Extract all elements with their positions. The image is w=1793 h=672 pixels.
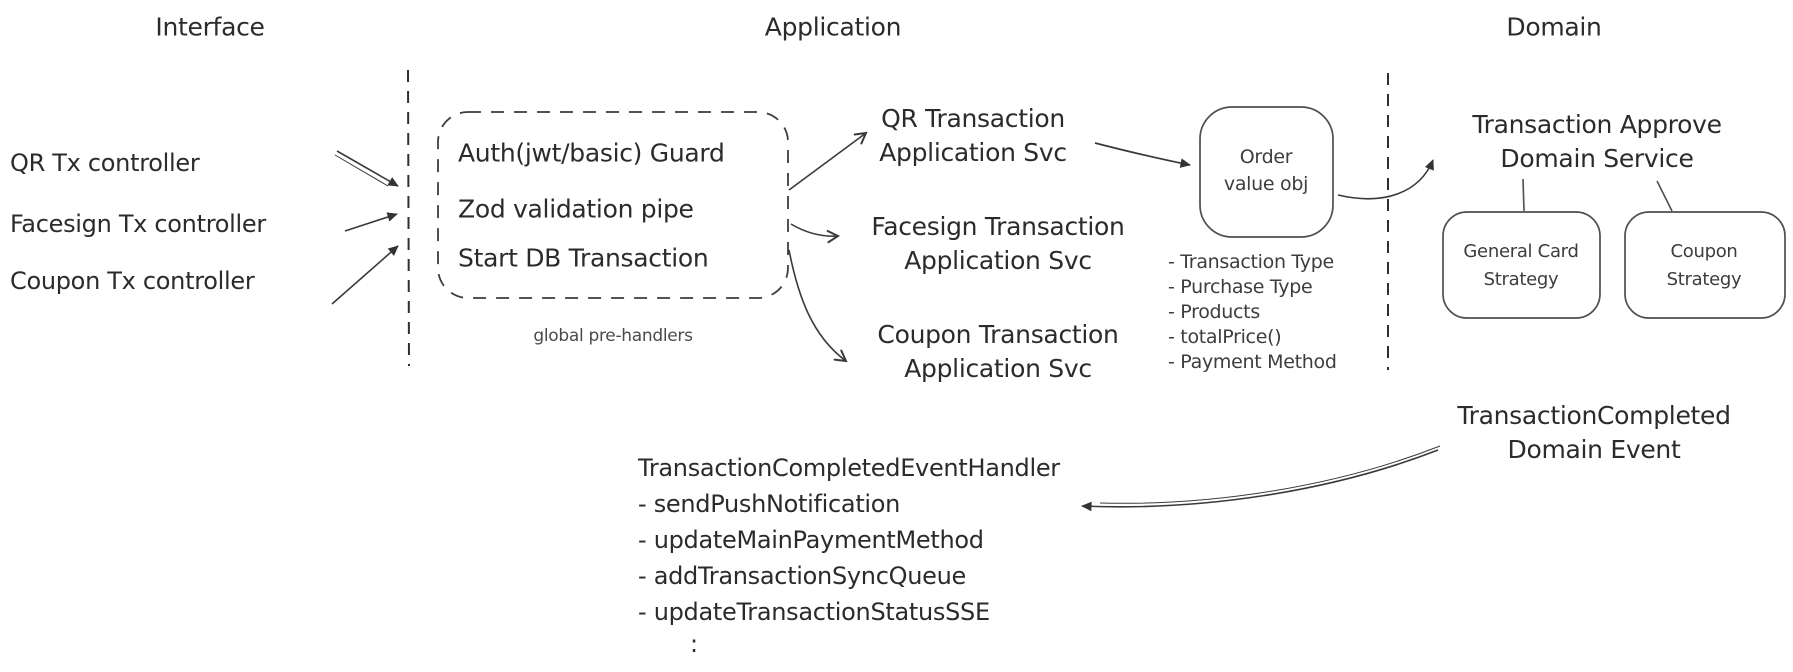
label-general-card-strategy-line2: Strategy	[1483, 269, 1559, 290]
label-coupon-tx-controller: Coupon Tx controller	[10, 267, 255, 295]
label-qr-transaction-svc-line1: QR Transaction	[881, 104, 1065, 133]
label-general-card-strategy: General Card Strategy	[1463, 238, 1578, 294]
label-facesign-transaction-svc-line2: Application Svc	[904, 246, 1092, 275]
guard-box-line-db-transaction: Start DB Transaction	[458, 243, 709, 273]
arrow-qr-controller	[336, 150, 399, 187]
divider-interface-application	[407, 69, 410, 367]
connector-domain-service-general-card	[1522, 178, 1525, 212]
arrow-coupon-controller	[331, 245, 399, 305]
label-order-value-obj-line2: value obj	[1223, 173, 1309, 195]
label-domain-event-line2: Domain Event	[1507, 435, 1681, 464]
event-handler-title: TransactionCompletedEventHandler	[638, 454, 1060, 482]
label-transaction-completed-domain-event: TransactionCompleted Domain Event	[1457, 399, 1731, 467]
event-handler-item-update-transaction-status-sse: - updateTransactionStatusSSE	[638, 598, 990, 626]
label-domain-event-line1: TransactionCompleted	[1457, 401, 1731, 430]
arrow-order-to-domain-service	[1337, 159, 1434, 200]
guard-box-line-auth: Auth(jwt/basic) Guard	[458, 138, 725, 168]
arrow-qr-svc-to-order	[1094, 142, 1191, 168]
label-coupon-transaction-svc: Coupon Transaction Application Svc	[877, 318, 1118, 386]
label-general-card-strategy-line1: General Card	[1463, 241, 1579, 262]
general-card-strategy-box	[1442, 211, 1601, 319]
guard-box	[437, 111, 789, 299]
label-coupon-transaction-svc-line1: Coupon Transaction	[877, 320, 1119, 349]
arrow-domain-event-to-handler	[1081, 449, 1439, 512]
event-handler-item-update-main-payment-method: - updateMainPaymentMethod	[638, 526, 984, 554]
section-title-domain: Domain	[1506, 12, 1602, 42]
connector-domain-service-coupon	[1656, 180, 1673, 212]
arrow-facesign-controller	[344, 212, 398, 232]
guard-box-line-zod: Zod validation pipe	[458, 194, 694, 224]
label-qr-tx-controller: QR Tx controller	[10, 149, 200, 177]
arrow-domain-event-to-handler-doubleline	[1099, 445, 1441, 504]
attribute-products: - Products	[1168, 301, 1260, 323]
event-handler-list: TransactionCompletedEventHandler - sendP…	[638, 450, 1060, 630]
label-transaction-approve-line2: Domain Service	[1500, 144, 1694, 173]
arrow-guard-to-qr-svc	[788, 131, 868, 191]
label-qr-transaction-svc-line2: Application Svc	[879, 138, 1067, 167]
attribute-payment-method: - Payment Method	[1168, 351, 1337, 373]
section-title-interface: Interface	[155, 12, 265, 42]
order-value-obj-attributes: - Transaction Type - Purchase Type - Pro…	[1168, 250, 1337, 375]
label-order-value-obj: Order value obj	[1223, 144, 1309, 198]
arrow-guard-to-facesign-svc	[790, 223, 841, 244]
section-title-application: Application	[764, 12, 902, 42]
order-value-obj-box	[1199, 106, 1334, 238]
coupon-strategy-box	[1624, 211, 1786, 319]
label-facesign-transaction-svc: Facesign Transaction Application Svc	[871, 210, 1124, 278]
event-handler-more-indicator: :	[690, 630, 698, 658]
label-facesign-tx-controller: Facesign Tx controller	[10, 210, 266, 238]
label-order-value-obj-line1: Order	[1239, 146, 1293, 168]
attribute-transaction-type: - Transaction Type	[1168, 251, 1334, 273]
event-handler-item-send-push-notification: - sendPushNotification	[638, 490, 901, 518]
attribute-total-price: - totalPrice()	[1168, 326, 1282, 348]
label-coupon-strategy-line1: Coupon	[1670, 241, 1738, 262]
label-coupon-strategy-line2: Strategy	[1666, 269, 1742, 290]
arrow-guard-to-coupon-svc	[788, 249, 848, 363]
arrow-qr-controller-doubleline	[334, 154, 389, 187]
label-coupon-transaction-svc-line2: Application Svc	[904, 354, 1092, 383]
attribute-purchase-type: - Purchase Type	[1168, 276, 1313, 298]
label-coupon-strategy: Coupon Strategy	[1667, 238, 1742, 294]
event-handler-item-add-transaction-sync-queue: - addTransactionSyncQueue	[638, 562, 966, 590]
guard-box-caption: global pre-handlers	[533, 326, 693, 346]
label-transaction-approve-domain-service: Transaction Approve Domain Service	[1472, 108, 1722, 176]
label-facesign-transaction-svc-line1: Facesign Transaction	[871, 212, 1125, 241]
label-qr-transaction-svc: QR Transaction Application Svc	[879, 102, 1067, 170]
label-transaction-approve-line1: Transaction Approve	[1472, 110, 1722, 139]
